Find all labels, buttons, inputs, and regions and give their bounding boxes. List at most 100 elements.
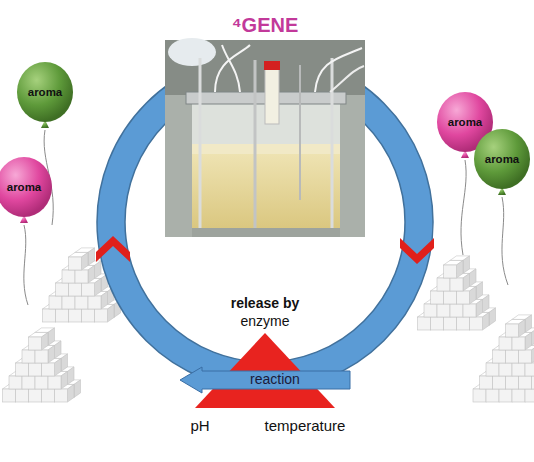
cube-front: [75, 296, 88, 309]
cube-front: [82, 283, 95, 296]
cube-front: [493, 376, 506, 389]
cube-front: [35, 376, 48, 389]
cube-side: [483, 295, 490, 313]
node-text: aroma: [15, 86, 75, 99]
cube-front: [418, 317, 431, 330]
cube-front: [499, 389, 512, 402]
cube-side: [463, 256, 470, 274]
cube-front: [525, 363, 534, 376]
cube-front: [62, 296, 75, 309]
cube-front: [444, 317, 457, 330]
cube-front: [9, 376, 22, 389]
cube-front: [480, 376, 493, 389]
cube-side: [476, 282, 483, 300]
diagram-title: ⁴GENE: [165, 14, 365, 36]
cube-front: [29, 337, 42, 350]
cube-side: [68, 367, 75, 385]
cube-side: [532, 345, 534, 363]
cube-side: [525, 332, 532, 350]
culture-liquid: [192, 150, 340, 237]
vessel-base: [192, 228, 340, 237]
cube-front: [55, 389, 68, 402]
cube-side: [101, 291, 108, 309]
cube-front: [56, 283, 69, 296]
photo-background: [165, 40, 365, 237]
cube-side: [108, 304, 115, 322]
cube-front: [22, 376, 35, 389]
cube-front: [512, 337, 525, 350]
cube-side: [82, 252, 89, 270]
node-text: aroma: [0, 181, 54, 194]
cube-front: [43, 309, 56, 322]
cube-front: [499, 337, 512, 350]
cube-front: [3, 389, 16, 402]
cube-front: [450, 304, 463, 317]
probe: [299, 65, 301, 200]
cube-front: [519, 376, 532, 389]
cube-front: [16, 389, 29, 402]
tube: [222, 45, 240, 92]
cube-front: [457, 317, 470, 330]
node-text: pH: [180, 418, 220, 435]
cube-front: [512, 363, 525, 376]
sugar-cube: [506, 319, 526, 337]
cube-side: [55, 358, 62, 376]
glove: [168, 38, 216, 66]
cube-side: [483, 312, 490, 330]
balloon-string: [461, 160, 466, 255]
cube-front: [56, 309, 69, 322]
cube-side: [42, 332, 49, 350]
reaction-arrow: reaction: [180, 367, 350, 393]
cube-front: [29, 389, 42, 402]
cube-side: [463, 273, 470, 291]
direction-chevron: [96, 236, 130, 262]
cube-front: [22, 350, 35, 363]
cube-front: [95, 309, 108, 322]
support-rod: [199, 58, 202, 237]
cube-side: [476, 299, 483, 317]
cube-side: [61, 354, 68, 372]
cube-front: [470, 317, 483, 330]
cube-front: [49, 296, 62, 309]
cube-front: [424, 304, 437, 317]
cube-side: [525, 315, 532, 333]
node-text: aroma: [435, 116, 495, 129]
cube-front: [62, 270, 75, 283]
cube-front: [512, 389, 525, 402]
balloon-string: [502, 197, 508, 285]
sugar-cube: [69, 252, 89, 270]
cube-front: [525, 389, 534, 402]
aroma-balloon: aroma: [472, 129, 532, 197]
cube-front: [48, 376, 61, 389]
cube-side: [519, 319, 526, 337]
cube-side: [470, 286, 477, 304]
sugar-cube: [29, 332, 49, 350]
cube-side: [48, 328, 55, 346]
sugar-cube: [444, 260, 464, 278]
cube-front: [463, 304, 476, 317]
cube-front: [506, 350, 519, 363]
tube: [215, 45, 250, 92]
aroma-balloon: aroma: [0, 157, 54, 225]
foam: [192, 144, 340, 154]
cube-front: [431, 317, 444, 330]
sample-tube: [265, 68, 279, 124]
cube-front: [69, 257, 82, 270]
node-text: aroma: [472, 153, 532, 166]
cube-front: [437, 278, 450, 291]
cube-front: [75, 270, 88, 283]
cube-side: [48, 345, 55, 363]
cube-front: [499, 363, 512, 376]
balloon-string: [24, 225, 28, 305]
cube-side: [74, 380, 81, 398]
direction-chevron: [400, 238, 434, 264]
cube-front: [42, 389, 55, 402]
aroma-balloon: aroma: [15, 62, 75, 130]
node-text: release by: [210, 296, 320, 311]
cube-side: [68, 384, 75, 402]
cube-front: [450, 278, 463, 291]
cube-front: [82, 309, 95, 322]
cube-front: [29, 363, 42, 376]
cube-side: [489, 308, 496, 326]
